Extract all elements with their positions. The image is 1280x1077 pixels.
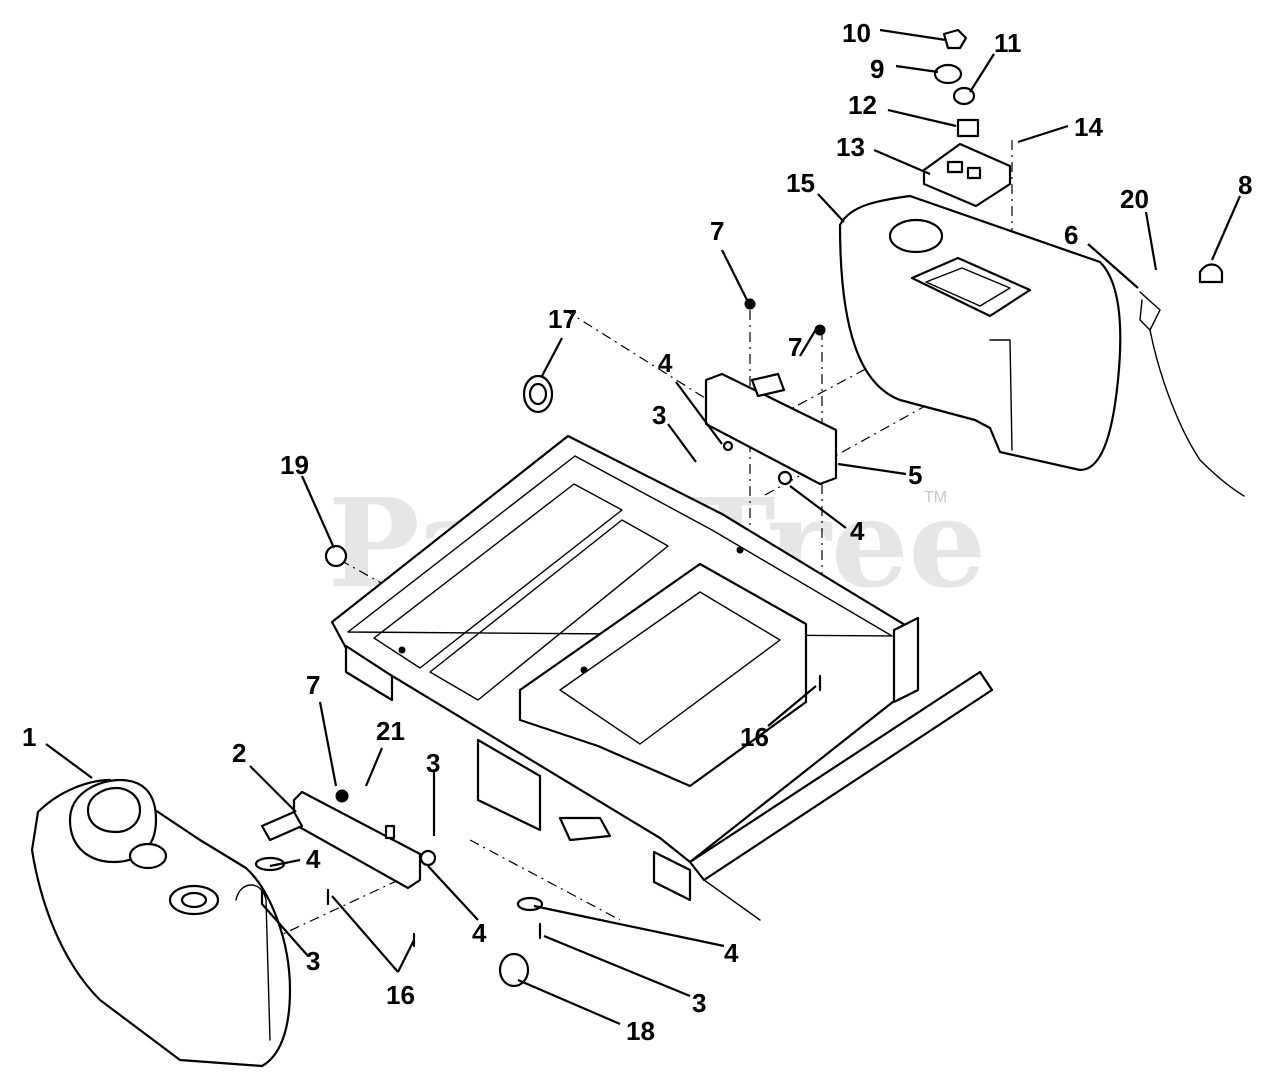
- callout-4-bottom: 4: [724, 938, 739, 968]
- callout-2: 2: [232, 738, 246, 768]
- callout-9: 9: [870, 54, 884, 84]
- small-components: [933, 28, 1245, 497]
- callout-3-top: 3: [652, 400, 666, 430]
- callout-12: 12: [848, 90, 877, 120]
- callout-18: 18: [626, 1016, 655, 1046]
- callout-4-center: 4: [472, 918, 487, 948]
- callout-labels: 10 9 11 12 14 13 15 20 8 6 7 7 17 4 3 5 …: [22, 18, 1252, 1046]
- callout-8: 8: [1238, 170, 1252, 200]
- callout-17: 17: [548, 304, 577, 334]
- callout-3-left: 3: [426, 748, 440, 778]
- fuel-tank: [30, 778, 292, 1068]
- callout-7-left: 7: [306, 670, 320, 700]
- callout-21: 21: [376, 716, 405, 746]
- callout-6: 6: [1064, 220, 1078, 250]
- callout-7-mid: 7: [788, 332, 802, 362]
- callout-19: 19: [280, 450, 309, 480]
- callout-5: 5: [908, 460, 922, 490]
- callout-4-top: 4: [658, 348, 673, 378]
- bracket-right: [704, 298, 838, 486]
- watermark-trademark: TM: [924, 489, 947, 506]
- leader-lines: [45, 28, 1242, 1026]
- callout-13: 13: [836, 132, 865, 162]
- callout-16-right: 16: [740, 722, 769, 752]
- control-plate: [922, 142, 1012, 208]
- callout-16-left: 16: [386, 980, 415, 1010]
- callout-4-left: 4: [306, 844, 321, 874]
- callout-15: 15: [786, 168, 815, 198]
- grommets: [324, 374, 554, 988]
- main-frame: [330, 434, 994, 921]
- callout-4-mid: 4: [850, 516, 865, 546]
- callout-10: 10: [842, 18, 871, 48]
- console-cover: [838, 194, 1122, 472]
- callout-3-bottom-left: 3: [306, 946, 320, 976]
- callout-7-top: 7: [710, 216, 724, 246]
- callout-11: 11: [994, 28, 1022, 58]
- callout-20: 20: [1120, 184, 1149, 214]
- callout-1: 1: [22, 722, 36, 752]
- callout-3-bottom: 3: [692, 988, 706, 1018]
- callout-14: 14: [1074, 112, 1103, 142]
